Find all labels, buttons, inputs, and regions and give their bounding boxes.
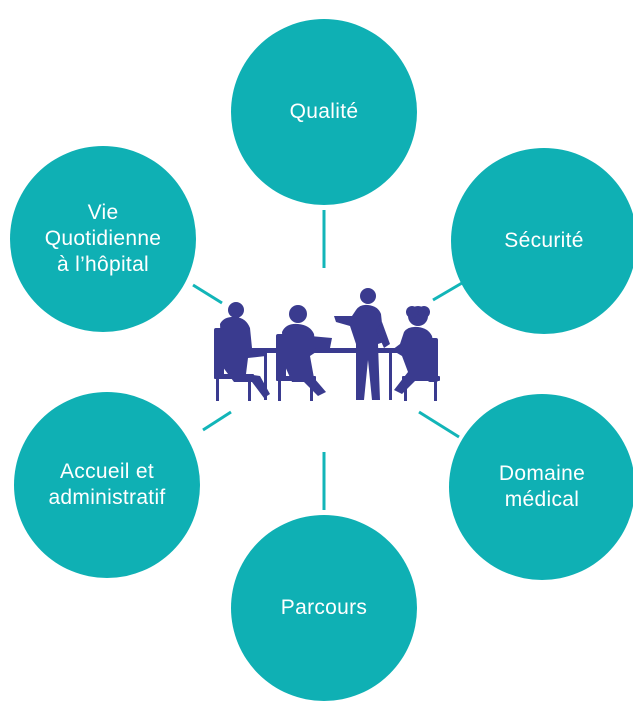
node-label-accueil: Accueil et administratif: [48, 460, 166, 509]
connector-domaine-medical: [418, 410, 460, 439]
connector-vie-quotidienne: [192, 283, 223, 305]
node-label-domaine-medical: Domaine médical: [498, 462, 586, 511]
connector-accueil: [202, 410, 232, 432]
node-parcours: Parcours: [231, 515, 417, 701]
node-label-parcours: Parcours: [280, 596, 368, 619]
node-securite: Sécurité: [451, 148, 633, 334]
connector-securite: [432, 281, 463, 302]
meeting-people-icon: [214, 288, 440, 401]
node-label-securite: Sécurité: [504, 229, 584, 252]
node-vie-quotidienne: Vie Quotidienne à l’hôpital: [10, 146, 196, 332]
node-qualite: Qualité: [231, 19, 417, 205]
node-accueil: Accueil et administratif: [14, 392, 200, 578]
node-label-qualite: Qualité: [289, 100, 359, 123]
node-label-vie-quotidienne: Vie Quotidienne à l’hôpital: [44, 201, 162, 276]
node-domaine-medical: Domaine médical: [449, 394, 633, 580]
